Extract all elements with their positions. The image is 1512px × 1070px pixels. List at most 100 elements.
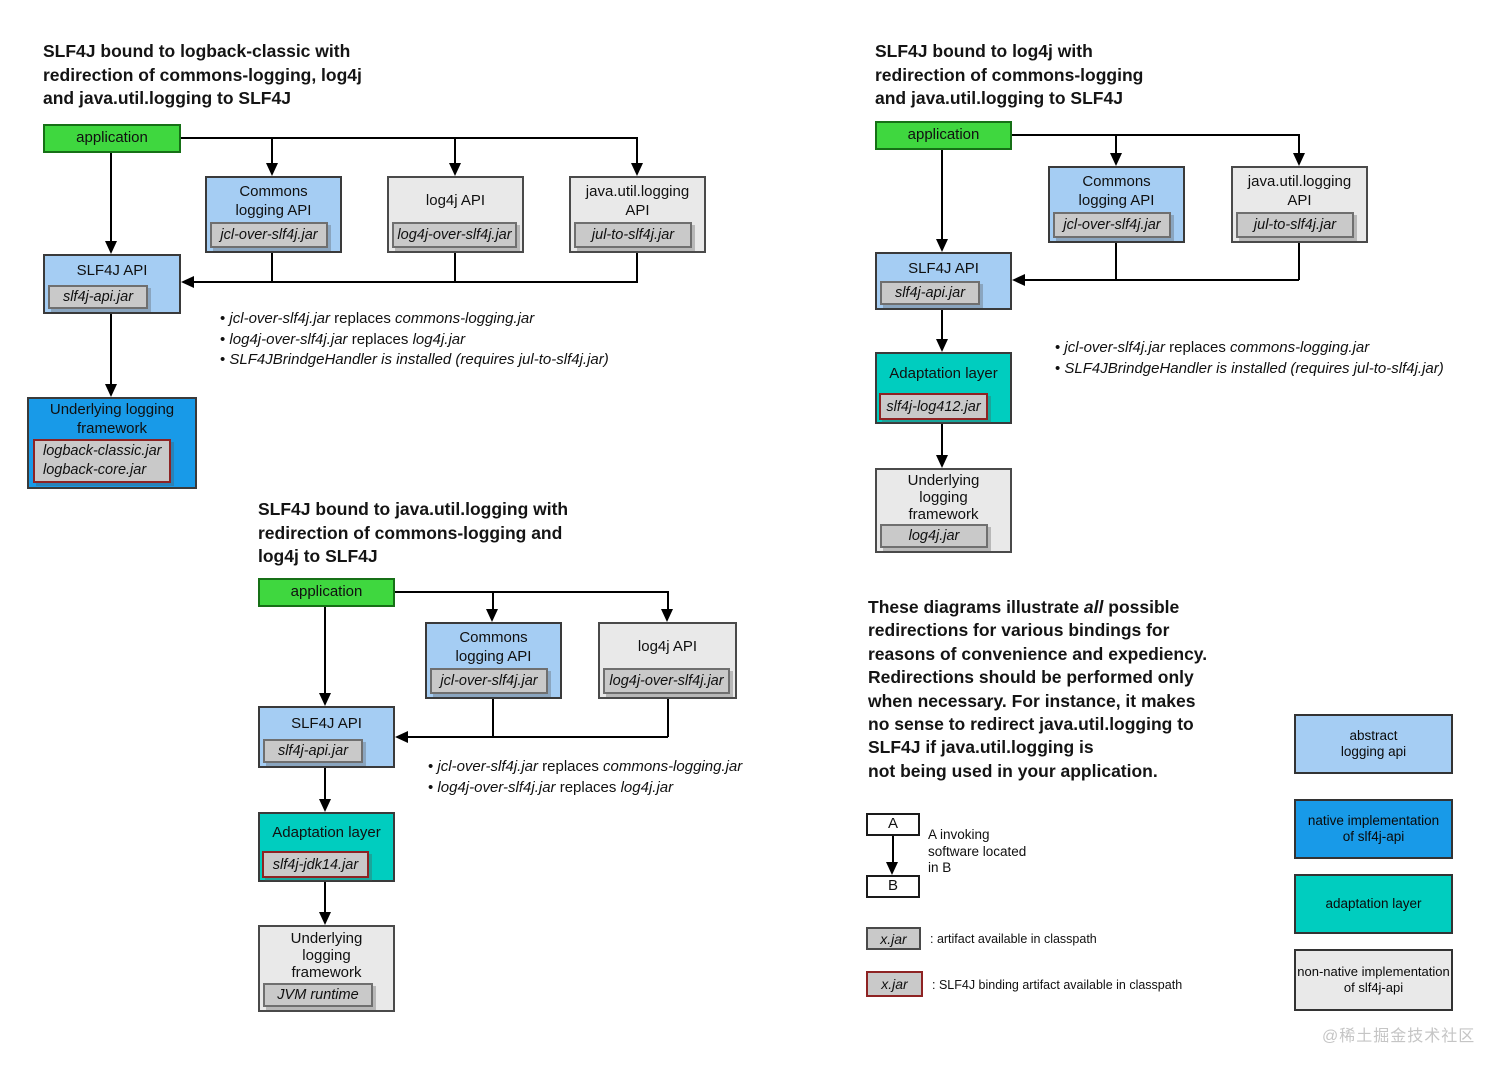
d2-connector-line: [941, 310, 943, 339]
bullet-text: commons-logging.jar: [1230, 339, 1370, 356]
d2-title-line: redirection of commons-logging: [875, 64, 1144, 85]
d3-connector-line: [492, 591, 494, 609]
legend-adaptation-layer: adaptation layer: [1294, 874, 1453, 934]
d3-notes: jcl-over-slf4j.jar replaces commons-logg…: [428, 756, 742, 798]
note-text-emphasis: all: [1083, 597, 1104, 617]
d2-connector-line: [1025, 279, 1299, 281]
d2-slf4j-api-box: SLF4J API slf4j-api.jar: [875, 252, 1012, 310]
d2-jul-api-label: java.util.logging API: [1247, 173, 1352, 209]
legend-abstract-api: abstract logging api: [1294, 714, 1453, 774]
d3-commons-logging-api-label: Commons logging API: [455, 629, 532, 665]
d2-slf4j-api-label: SLF4J API: [908, 259, 979, 277]
d2-application-box: application: [875, 121, 1012, 150]
bullet-text: log4j.jar: [620, 779, 674, 796]
legend-box-b: B: [866, 875, 920, 898]
jar-badge: slf4j-api.jar: [880, 281, 980, 305]
note-text: These diagrams illustrate: [868, 597, 1084, 617]
d2-connector-line: [1115, 134, 1117, 153]
arrow-down-icon: [449, 163, 461, 176]
d2-underlying-framework-label: Underlying logging framework: [907, 472, 980, 523]
arrow-down-icon: [1110, 153, 1122, 166]
d2-connector-line: [1298, 243, 1300, 280]
d1-jul-api-box: java.util.logging API jul-to-slf4j.jar: [569, 176, 706, 253]
d1-application-label: application: [76, 129, 148, 147]
arrow-down-icon: [1293, 153, 1305, 166]
d1-title: SLF4J bound to logback-classic with redi…: [43, 40, 362, 111]
d3-underlying-framework-box: Underlying logging framework JVM runtime: [258, 925, 395, 1012]
bullet-text: jcl-over-slf4j.jar: [1064, 339, 1165, 356]
jar-badge: log4j-over-slf4j.jar: [603, 668, 730, 694]
d3-log4j-api-label: log4j API: [637, 638, 698, 656]
d3-connector-line: [324, 607, 326, 693]
arrow-left-icon: [1012, 274, 1025, 286]
note-paragraph: These diagrams illustrate all possible r…: [868, 596, 1272, 783]
bullet-text: commons-logging.jar: [395, 310, 535, 327]
d2-adaptation-layer-label: Adaptation layer: [889, 364, 998, 382]
d1-application-box: application: [43, 124, 181, 153]
d2-jul-api-box: java.util.logging API jul-to-slf4j.jar: [1231, 166, 1368, 243]
jar-badge-binding: slf4j-log412.jar: [879, 393, 988, 420]
d1-notes: jcl-over-slf4j.jar replaces commons-logg…: [220, 309, 609, 371]
d1-title-line: SLF4J bound to logback-classic with: [43, 41, 351, 61]
bullet-item: jcl-over-slf4j.jar replaces commons-logg…: [220, 309, 609, 330]
legend-invoke-caption: A invoking software located in B: [928, 827, 1027, 875]
jar-badge: jul-to-slf4j.jar: [1236, 212, 1354, 238]
bullet-item: log4j-over-slf4j.jar replaces log4j.jar: [220, 330, 609, 351]
bullet-text: replaces: [555, 779, 621, 796]
jar-badge: JVM runtime: [263, 983, 373, 1007]
d1-underlying-framework-label: Underlying logging framework: [49, 401, 175, 437]
d2-connector-line: [941, 150, 943, 239]
d1-connector-line: [194, 281, 638, 283]
watermark: @稀土掘金技术社区: [1322, 1028, 1476, 1045]
d1-title-line: redirection of commons-logging, log4j: [43, 64, 362, 85]
d1-jul-api-label: java.util.logging API: [585, 183, 690, 219]
d3-application-label: application: [290, 583, 363, 601]
d3-slf4j-api-box: SLF4J API slf4j-api.jar: [258, 706, 395, 768]
bullet-text: commons-logging.jar: [603, 758, 743, 775]
bullet-text: jcl-over-slf4j.jar: [437, 758, 538, 775]
d1-title-line: and java.util.logging to SLF4J: [43, 88, 291, 108]
d1-connector-line: [271, 137, 273, 163]
bullet-text: log4j.jar: [412, 330, 466, 348]
note-text: possible: [1103, 597, 1180, 617]
d1-connector-line: [636, 253, 638, 282]
legend-native-impl: native implementation of slf4j-api: [1294, 799, 1453, 859]
d2-connector-line: [1012, 134, 1299, 136]
d3-title-line: SLF4J bound to java.util.logging with: [258, 499, 569, 519]
legend-box-a-label: A: [887, 815, 898, 833]
note-line: not being used in your application.: [868, 760, 1158, 781]
jar-badge: slf4j-api.jar: [263, 739, 363, 763]
legend-connector-line: [892, 836, 894, 862]
note-line: when necessary. For instance, it makes: [868, 690, 1196, 711]
d2-title-line: SLF4J bound to log4j with: [875, 41, 1093, 61]
jar-badge: log4j.jar: [880, 524, 988, 548]
d1-connector-line: [181, 137, 637, 139]
bullet-item: SLF4JBrindgeHandler is installed (requir…: [1055, 358, 1443, 379]
arrow-down-icon: [936, 239, 948, 252]
d1-commons-logging-api-box: Commons logging API jcl-over-slf4j.jar: [205, 176, 342, 253]
d1-log4j-api-label: log4j API: [425, 192, 486, 210]
d1-commons-logging-api-label: Commons logging API: [235, 183, 312, 219]
d3-connector-line: [667, 699, 669, 737]
d2-title-line: and java.util.logging to SLF4J: [875, 88, 1123, 108]
d3-title-line: log4j to SLF4J: [258, 546, 378, 566]
d1-underlying-framework-box: Underlying logging framework logback-cla…: [27, 397, 197, 489]
d2-adaptation-layer-box: Adaptation layer slf4j-log412.jar: [875, 352, 1012, 424]
arrow-down-icon: [661, 609, 673, 622]
d1-connector-line: [454, 137, 456, 163]
bullet-item: log4j-over-slf4j.jar replaces log4j.jar: [428, 777, 742, 798]
legend-box-a: A: [866, 813, 920, 836]
d3-title: SLF4J bound to java.util.logging with re…: [258, 498, 568, 569]
d2-connector-line: [1298, 134, 1300, 153]
d1-connector-line: [110, 153, 112, 241]
d2-application-label: application: [907, 126, 980, 144]
legend-jar-plain-caption: : artifact available in classpath: [930, 932, 1097, 946]
arrow-down-icon: [319, 799, 331, 812]
d2-underlying-framework-box: Underlying logging framework log4j.jar: [875, 468, 1012, 553]
d3-connector-line: [395, 591, 668, 593]
note-line: no sense to redirect java.util.logging t…: [868, 714, 1194, 735]
arrow-down-icon: [105, 384, 117, 397]
legend-jar-binding: x.jar: [866, 971, 923, 997]
bullet-item: SLF4JBrindgeHandler is installed (requir…: [220, 350, 608, 371]
